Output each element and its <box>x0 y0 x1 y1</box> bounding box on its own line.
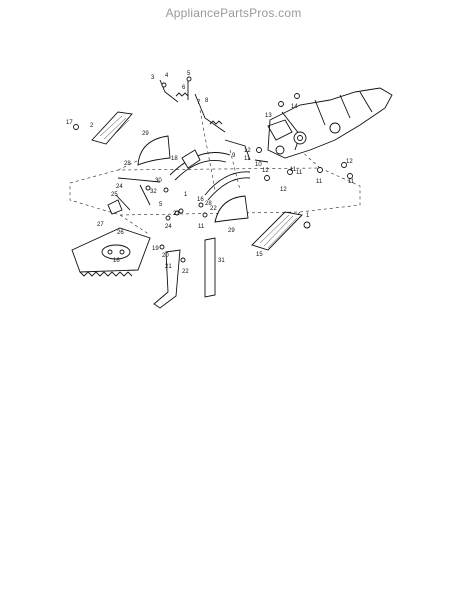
label-1-right: 1 <box>306 213 310 219</box>
part-number-callouts: 3 4 5 6 7 8 17 2 29 13 14 18 9 10 12 11 … <box>66 71 355 275</box>
label-17: 17 <box>66 120 73 126</box>
label-3: 3 <box>151 75 155 81</box>
label-16-mid: 16 <box>197 197 204 203</box>
label-2: 2 <box>90 123 94 129</box>
assembly-guide-lines <box>69 109 361 236</box>
label-13: 13 <box>265 113 272 119</box>
label-22-mid: 22 <box>210 206 217 212</box>
label-24b: 24 <box>165 224 172 230</box>
label-23: 23 <box>173 211 180 217</box>
label-12b: 12 <box>262 168 269 174</box>
label-12c: 12 <box>280 187 287 193</box>
label-30: 30 <box>155 178 162 184</box>
label-27: 27 <box>97 222 104 228</box>
drag-plate <box>71 227 151 277</box>
label-22: 22 <box>182 269 189 275</box>
label-28: 28 <box>205 201 212 207</box>
label-29-top: 29 <box>142 131 149 137</box>
label-12d: 12 <box>346 159 353 165</box>
label-15: 15 <box>256 252 263 258</box>
label-14: 14 <box>291 104 298 110</box>
site-watermark: AppliancePartsPros.com <box>165 6 302 20</box>
label-11a: 11 <box>244 156 251 162</box>
center-shield <box>169 149 251 201</box>
bracket-assembly <box>107 177 161 215</box>
label-29-bottom: 29 <box>228 228 235 234</box>
label-32: 32 <box>150 189 157 195</box>
label-11e: 11 <box>316 179 323 185</box>
handle-frame-assembly <box>267 87 393 159</box>
label-25: 25 <box>111 192 118 198</box>
fasteners <box>73 76 353 263</box>
label-4: 4 <box>165 73 169 79</box>
label-26b: 26 <box>117 230 124 236</box>
label-11c: 11 <box>198 224 205 230</box>
left-foot-pad <box>91 111 133 145</box>
label-24: 24 <box>116 184 123 190</box>
label-31: 31 <box>218 258 225 264</box>
label-1-mid: 1 <box>184 192 188 198</box>
label-19: 19 <box>152 246 159 252</box>
label-16: 16 <box>113 258 120 264</box>
label-11f: 11 <box>348 179 355 185</box>
label-21: 21 <box>165 264 172 270</box>
label-26: 28 <box>124 161 131 167</box>
label-5: 5 <box>187 71 191 77</box>
label-7: 7 <box>197 100 201 106</box>
control-rods <box>159 78 269 163</box>
label-9: 9 <box>232 153 236 159</box>
depth-stake <box>153 237 216 309</box>
label-6: 6 <box>182 85 186 91</box>
label-11d: 11 <box>296 170 303 176</box>
shields <box>137 135 249 223</box>
right-foot-pad <box>251 211 303 251</box>
label-5-mid: 5 <box>159 202 163 208</box>
label-10: 10 <box>255 162 262 168</box>
label-8: 8 <box>205 98 209 104</box>
label-18: 18 <box>171 156 178 162</box>
label-12a: 12 <box>244 148 251 154</box>
label-20: 20 <box>162 253 169 259</box>
label-11b: 11 <box>290 167 297 173</box>
